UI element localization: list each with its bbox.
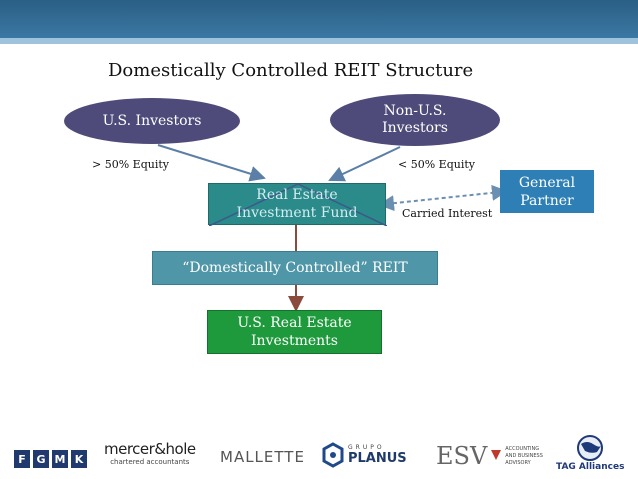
planus-top-word: GRUPO (348, 444, 385, 451)
fund-node-label: Real Estate Investment Fund (236, 187, 358, 221)
globe-icon (577, 435, 604, 461)
general-partner-node: General Partner (500, 170, 594, 213)
non-us-equity-label: < 50% Equity (398, 158, 475, 171)
header-stripe (0, 38, 638, 44)
us-investors-node: U.S. Investors (64, 98, 240, 144)
carried-interest-arrow (378, 184, 508, 212)
reit-label: “Domestically Controlled” REIT (182, 260, 408, 276)
diagram-title: Domestically Controlled REIT Structure (108, 60, 474, 81)
planus-mark-icon (322, 442, 344, 468)
carried-interest-label: Carried Interest (402, 207, 493, 220)
mercer-hole-wordmark: mercer&hole (104, 440, 196, 458)
esv-triangle-icon (491, 450, 502, 460)
us-investors-arrow (157, 144, 266, 182)
investments-node: U.S. Real Estate Investments (207, 310, 382, 354)
reit-node: “Domestically Controlled” REIT (152, 251, 438, 285)
mercer-hole-tagline: chartered accountants (110, 458, 190, 466)
non-us-investors-label: Non-U.S. Investors (382, 103, 448, 136)
header-bar (0, 0, 638, 38)
sponsor-logos: F G M K mercer&hole chartered accountant… (0, 430, 638, 479)
mallette-logo: MALLETTE (220, 448, 305, 466)
tag-alliances-logo: TAG Alliances (556, 434, 624, 472)
investments-label: U.S. Real Estate Investments (237, 315, 352, 349)
us-equity-label: > 50% Equity (92, 158, 169, 171)
non-us-investors-node: Non-U.S. Investors (330, 94, 500, 146)
grupo-planus-logo: GRUPO PLANUS (322, 442, 407, 468)
fund-node-cross (209, 184, 387, 226)
fund-node: Real Estate Investment Fund (208, 183, 387, 226)
planus-wordmark: PLANUS (348, 451, 407, 466)
fgmk-letter: M (52, 450, 68, 468)
fgmk-letter: G (33, 450, 49, 468)
fgmk-logo: F G M K (14, 450, 87, 468)
mercer-hole-logo: mercer&hole chartered accountants (104, 440, 196, 466)
esv-wordmark: ESV (436, 442, 488, 470)
tag-alliances-wordmark: TAG Alliances (556, 462, 625, 472)
mallette-wordmark: MALLETTE (220, 448, 305, 466)
general-partner-label: General Partner (518, 174, 576, 209)
us-investors-label: U.S. Investors (102, 112, 202, 129)
esv-logo: ESV ACCOUNTING AND BUSINESS ADVISORY (436, 442, 549, 470)
esv-tagline: ACCOUNTING AND BUSINESS ADVISORY (505, 445, 543, 466)
connector-layer (157, 144, 508, 312)
non-us-investors-arrow (328, 146, 401, 182)
fgmk-letter: F (14, 450, 30, 468)
fgmk-letter: K (71, 450, 87, 468)
